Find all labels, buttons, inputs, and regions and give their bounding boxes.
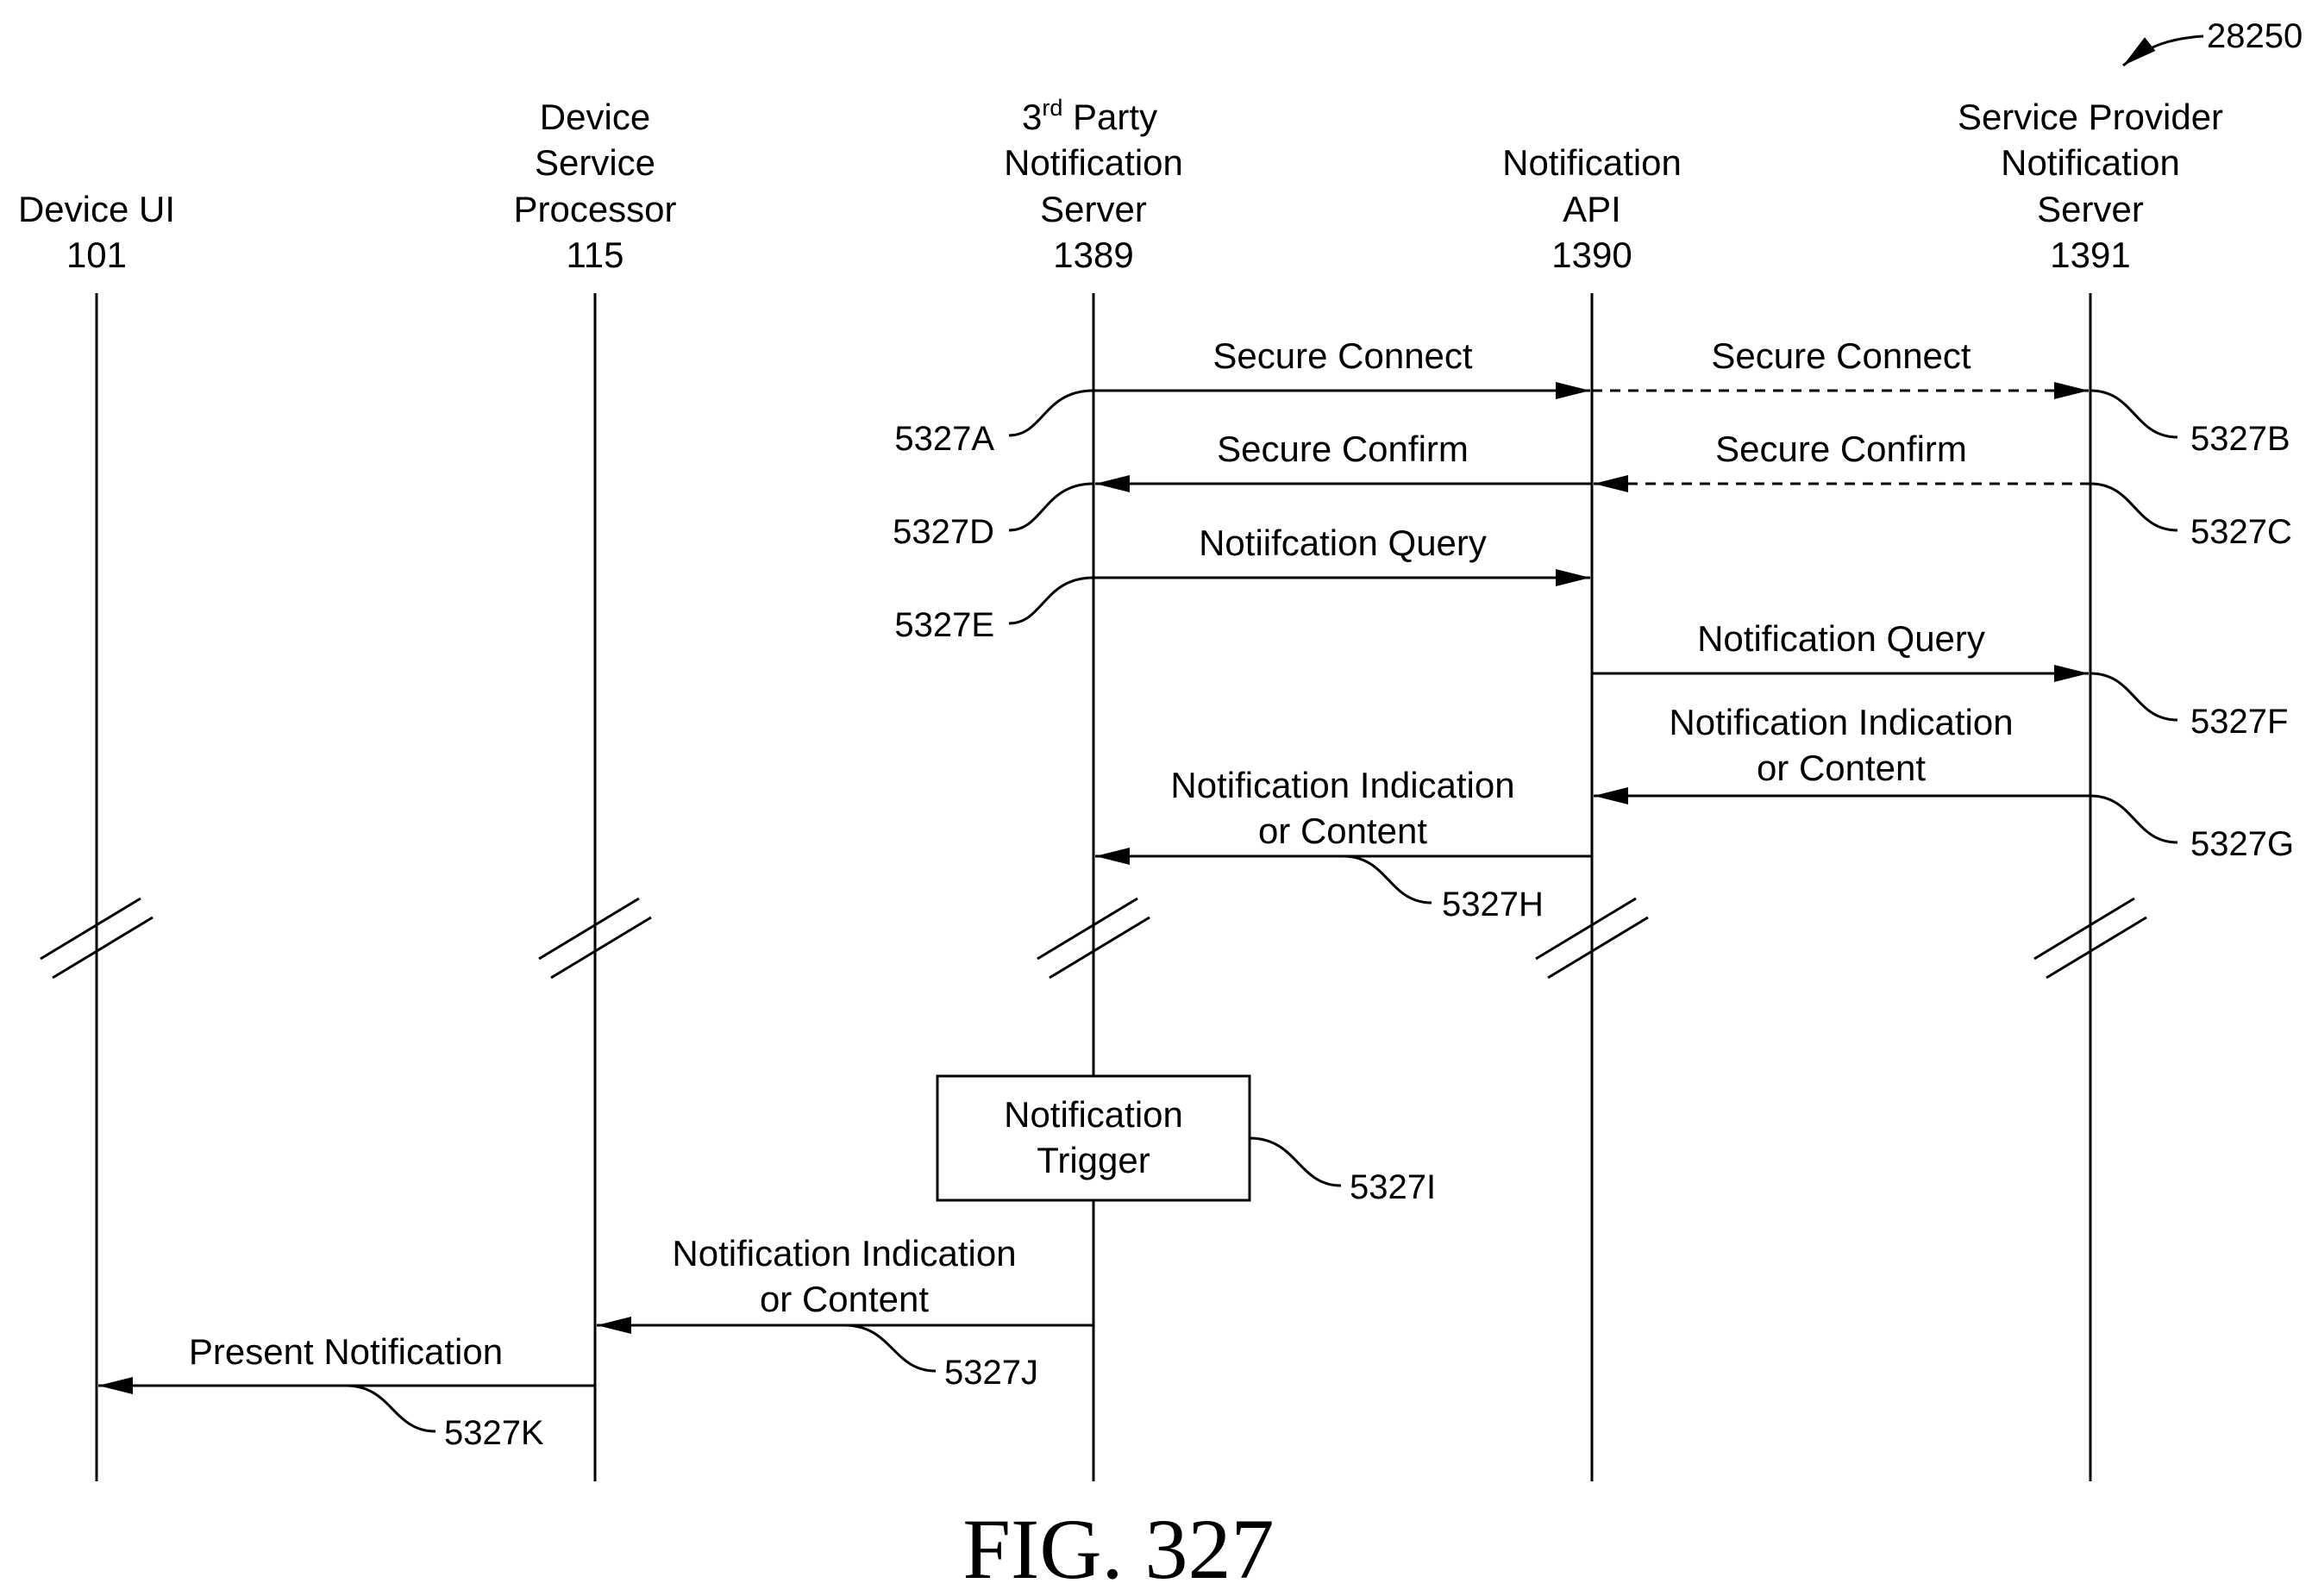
header-line: Notification xyxy=(1502,142,1682,183)
header-line: API xyxy=(1563,189,1621,229)
ref-leader xyxy=(2090,391,2177,437)
lifeline-header-third-party-server: 3rd Party Notification Server 1389 xyxy=(1004,95,1183,275)
ref-leader xyxy=(844,1325,936,1371)
ref-number: 5327H xyxy=(1442,886,1544,923)
break-mark xyxy=(1548,917,1648,978)
header-line: Server xyxy=(1040,189,1147,229)
message-label-line2: or Content xyxy=(1757,748,1926,788)
diagram-ref-arrow xyxy=(2123,36,2203,66)
ref-leader xyxy=(1009,578,1093,623)
message-label: Notification Query xyxy=(1697,618,1985,659)
lifeline-header-notification-api: Notification API 1390 xyxy=(1502,142,1682,275)
header-line: Server xyxy=(2037,189,2144,229)
header-line-third-party: 3rd Party xyxy=(1022,95,1157,137)
message-label-line2: or Content xyxy=(1258,811,1427,851)
break-mark xyxy=(1037,898,1137,959)
ref-leader xyxy=(1250,1138,1341,1186)
ref-number: 5327B xyxy=(2190,420,2290,458)
header-line: 101 xyxy=(66,235,127,275)
header-line: Notification xyxy=(1004,142,1183,183)
header-line: Device xyxy=(540,97,650,137)
message-label: Secure Confirm xyxy=(1217,429,1469,469)
diagram-ref-number: 28250 xyxy=(2207,17,2303,55)
break-mark xyxy=(2034,898,2134,959)
notification-trigger-box: Notification Trigger 5327I xyxy=(937,1076,1436,1206)
ref-number: 5327E xyxy=(894,606,994,644)
message-notification-indication-5327J: Notification Indication or Content 5327J xyxy=(597,1233,1093,1392)
message-label-line1: Notification Indication xyxy=(672,1233,1016,1274)
lifeline-header-device-ui: Device UI 101 xyxy=(18,189,175,275)
header-line: 115 xyxy=(567,235,624,275)
message-label-line2: or Content xyxy=(760,1279,929,1319)
message-notification-indication-5327H: Notification Indication or Content 5327H xyxy=(1095,765,1592,923)
ref-number: 5327J xyxy=(944,1354,1038,1392)
trigger-label-line1: Notification xyxy=(1004,1094,1183,1135)
break-mark xyxy=(53,917,153,978)
header-line: Service Provider xyxy=(1958,97,2223,137)
break-mark xyxy=(1536,898,1636,959)
ref-leader xyxy=(1009,484,1093,530)
break-mark xyxy=(2046,917,2146,978)
message-label: Present Notification xyxy=(189,1331,503,1372)
message-label: Secure Connect xyxy=(1212,335,1473,376)
message-label-line1: Notification Indication xyxy=(1669,702,2013,742)
ref-leader xyxy=(2090,484,2177,530)
header-line: 1390 xyxy=(1551,235,1632,275)
message-notification-query-5327E: Notiifcation Query 5327E xyxy=(894,523,1590,644)
ref-leader xyxy=(346,1386,435,1431)
message-present-notification-5327K: Present Notification 5327K xyxy=(98,1331,595,1452)
message-label: Secure Connect xyxy=(1711,335,1971,376)
figure-caption: FIG. 327 xyxy=(962,1501,1274,1596)
message-label: Notiifcation Query xyxy=(1199,523,1487,563)
header-line: Service xyxy=(535,142,655,183)
ref-number: 5327A xyxy=(894,420,994,458)
lifeline-header-service-provider-server: Service Provider Notification Server 139… xyxy=(1958,97,2223,275)
message-secure-confirm-5327C: Secure Confirm 5327C xyxy=(1594,429,2292,551)
lifeline-header-device-service-processor: Device Service Processor 115 xyxy=(513,97,676,275)
ref-number: 5327F xyxy=(2190,703,2288,741)
ref-number: 5327G xyxy=(2190,825,2294,863)
ref-number: 5327C xyxy=(2190,513,2292,551)
ref-number: 5327D xyxy=(893,513,994,551)
break-mark xyxy=(1049,917,1150,978)
ref-number: 5327I xyxy=(1350,1168,1436,1206)
message-label: Secure Confirm xyxy=(1715,429,1967,469)
break-mark xyxy=(41,898,141,959)
break-mark xyxy=(551,917,651,978)
ref-leader xyxy=(2090,673,2177,720)
trigger-label-line2: Trigger xyxy=(1037,1140,1150,1180)
message-label-line1: Notification Indication xyxy=(1170,765,1514,805)
header-line: Device UI xyxy=(18,189,175,229)
header-line: Processor xyxy=(513,189,676,229)
ref-leader xyxy=(1343,856,1432,903)
header-line: 1391 xyxy=(2050,235,2130,275)
message-notification-indication-5327G: Notification Indication or Content 5327G xyxy=(1594,702,2294,863)
ref-leader xyxy=(2090,796,2177,842)
header-line: Notification xyxy=(2001,142,2180,183)
header-line: 1389 xyxy=(1053,235,1133,275)
ref-number: 5327K xyxy=(444,1414,544,1452)
break-mark xyxy=(539,898,639,959)
ref-leader xyxy=(1009,391,1093,435)
